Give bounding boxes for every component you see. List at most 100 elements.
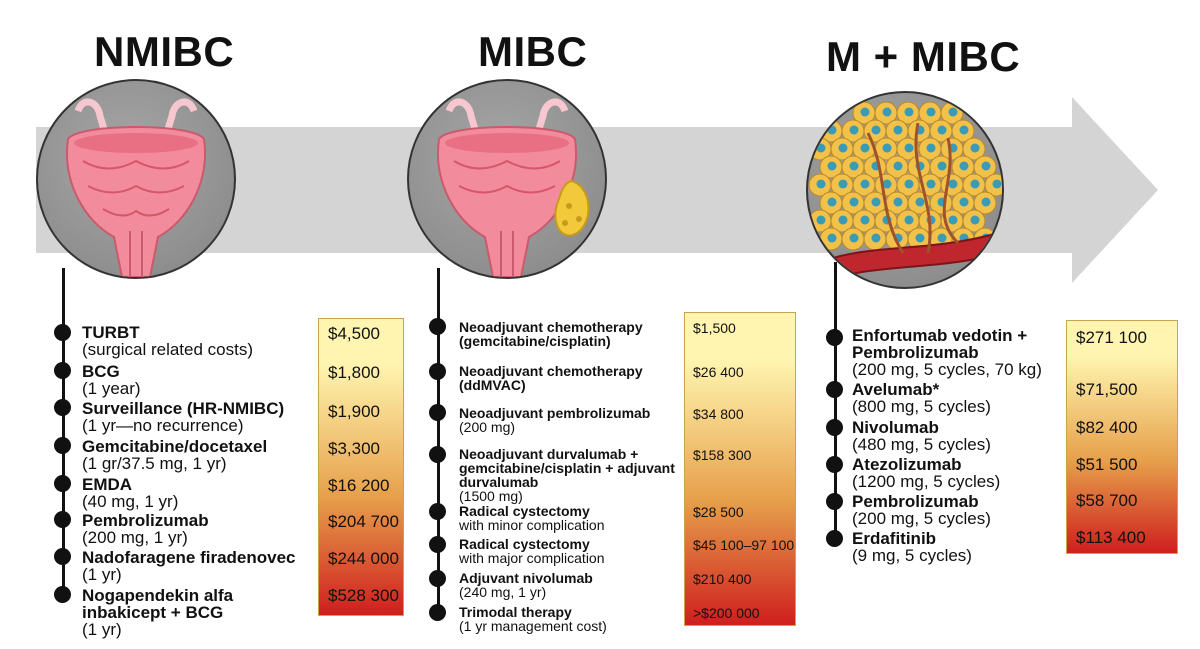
cell-nucleus <box>926 107 936 117</box>
treatment-name: BCG <box>82 362 120 381</box>
list-item: Atezolizumab(1200 mg, 5 cycles) <box>852 456 1000 490</box>
treatment-cost: $82 400 <box>1076 418 1138 437</box>
cell-nucleus <box>849 161 859 171</box>
treatment-cost: $51 500 <box>1076 455 1138 474</box>
treatment-detail: (800 mg, 5 cycles) <box>852 397 991 416</box>
treatment-detail: (240 mg, 1 yr) <box>459 584 547 600</box>
cell-nucleus <box>981 197 991 207</box>
treatment-name: TURBT <box>82 323 140 342</box>
treatment-cost: $244 000 <box>328 549 399 568</box>
treatment-name: Adjuvant nivolumab <box>459 570 593 586</box>
timeline-dot <box>826 456 843 473</box>
treatment-detail: (gemcitabine/cisplatin) <box>459 333 611 349</box>
treatment-cost: $1,500 <box>693 320 736 336</box>
treatment-name: Pembrolizumab <box>82 511 209 530</box>
cell-nucleus <box>904 143 914 153</box>
stage-title-nmibc: NMIBC <box>94 28 235 75</box>
treatment-name: Surveillance (HR-NMIBC) <box>82 399 285 418</box>
cell-nucleus <box>860 179 870 189</box>
timeline-dot <box>54 511 71 528</box>
treatment-name: Pembrolizumab <box>852 492 979 511</box>
timeline-dot <box>54 437 71 454</box>
treatment-name: Neoadjuvant chemotherapy <box>459 363 643 379</box>
treatment-detail: with major complication <box>459 550 605 566</box>
stage-title-m-mibc: M + MIBC <box>826 33 1021 80</box>
cell-nucleus <box>904 107 914 117</box>
timeline-dot <box>429 404 446 421</box>
cell-nucleus <box>871 233 881 243</box>
list-item: Erdafitinib(9 mg, 5 cycles) <box>852 530 972 564</box>
cell-nucleus <box>827 125 837 135</box>
cell-nucleus <box>915 233 925 243</box>
cell-nucleus <box>926 179 936 189</box>
timeline-dot <box>826 493 843 510</box>
treatment-cost: $528 300 <box>328 586 399 605</box>
list-item: Trimodal therapy(1 yr management cost) <box>459 605 607 633</box>
treatment-cost: $3,300 <box>328 439 380 458</box>
tumor-cells <box>808 101 1002 251</box>
list-item: Pembrolizumab(200 mg, 5 cycles) <box>852 493 991 527</box>
timeline-dot <box>54 362 71 379</box>
treatment-detail: (1 yr management cost) <box>459 618 607 634</box>
cell-nucleus <box>860 215 870 225</box>
mibc-cost-box <box>684 312 796 626</box>
timeline-dot <box>429 536 446 553</box>
treatment-detail: with minor complication <box>459 517 605 533</box>
nmibc-bladder-illustration <box>36 79 236 279</box>
timeline-dot <box>429 503 446 520</box>
treatment-detail: (1 year) <box>82 379 141 398</box>
treatment-name: Neoadjuvant durvalumab + gemcitabine/cis… <box>459 446 675 490</box>
list-item: Pembrolizumab(200 mg, 1 yr) <box>82 512 209 546</box>
treatment-cost: >$200 000 <box>693 605 760 621</box>
treatment-detail: (200 mg, 1 yr) <box>82 528 188 547</box>
cell-nucleus <box>838 179 848 189</box>
treatment-detail: (1 gr/37.5 mg, 1 yr) <box>82 454 227 473</box>
timeline-dot <box>429 318 446 335</box>
mibc-bladder-tumor-illustration <box>407 79 607 279</box>
cell-nucleus <box>904 179 914 189</box>
cell-nucleus <box>816 179 826 189</box>
treatment-cost: $113 400 <box>1076 528 1146 547</box>
list-item: Adjuvant nivolumab(240 mg, 1 yr) <box>459 571 593 599</box>
cell-nucleus <box>882 143 892 153</box>
cell-nucleus <box>937 161 947 171</box>
treatment-detail: (200 mg) <box>459 419 516 435</box>
timeline-dot <box>826 329 843 346</box>
cell-nucleus <box>948 107 958 117</box>
timeline-dot <box>429 446 446 463</box>
treatment-name: Gemcitabine/docetaxel <box>82 437 268 456</box>
treatment-detail: (200 mg, 5 cycles, 70 kg) <box>852 360 1042 379</box>
timeline-dot <box>54 399 71 416</box>
cell-nucleus <box>937 233 947 243</box>
cell-nucleus <box>882 179 892 189</box>
cell-nucleus <box>860 143 870 153</box>
list-item: BCG(1 year) <box>82 363 141 397</box>
treatment-cost: $4,500 <box>328 324 380 343</box>
treatment-cost: $1,800 <box>328 363 380 382</box>
m-mibc-cost-box <box>1066 320 1178 554</box>
treatment-detail: (40 mg, 1 yr) <box>82 492 179 511</box>
treatment-detail: (9 mg, 5 cycles) <box>852 546 972 565</box>
cell-nucleus <box>849 125 859 135</box>
cell-nucleus <box>970 179 980 189</box>
treatment-detail: (1 yr) <box>82 565 122 584</box>
cell-nucleus <box>849 197 859 207</box>
treatment-name: EMDA <box>82 475 133 494</box>
nmibc-timeline-line <box>62 268 65 600</box>
treatment-name: Nadofaragene firadenovec <box>82 548 296 567</box>
treatment-name: Erdafitinib <box>852 529 937 548</box>
timeline-dot <box>54 475 71 492</box>
treatment-name: Neoadjuvant chemotherapy <box>459 319 643 335</box>
list-item: Nivolumab(480 mg, 5 cycles) <box>852 419 991 453</box>
timeline-dot <box>826 530 843 547</box>
list-item: Neoadjuvant chemotherapy(gemcitabine/cis… <box>459 320 643 348</box>
list-item: Gemcitabine/docetaxel(1 gr/37.5 mg, 1 yr… <box>82 438 267 472</box>
cell-nucleus <box>849 233 859 243</box>
treatment-detail: (480 mg, 5 cycles) <box>852 435 991 454</box>
cell-nucleus <box>838 143 848 153</box>
cell-nucleus <box>860 107 870 117</box>
list-item: Nogapendekin alfa inbakicept + BCG(1 yr) <box>82 587 282 638</box>
treatment-detail: (surgical related costs) <box>82 340 254 359</box>
treatment-detail: (ddMVAC) <box>459 377 526 393</box>
